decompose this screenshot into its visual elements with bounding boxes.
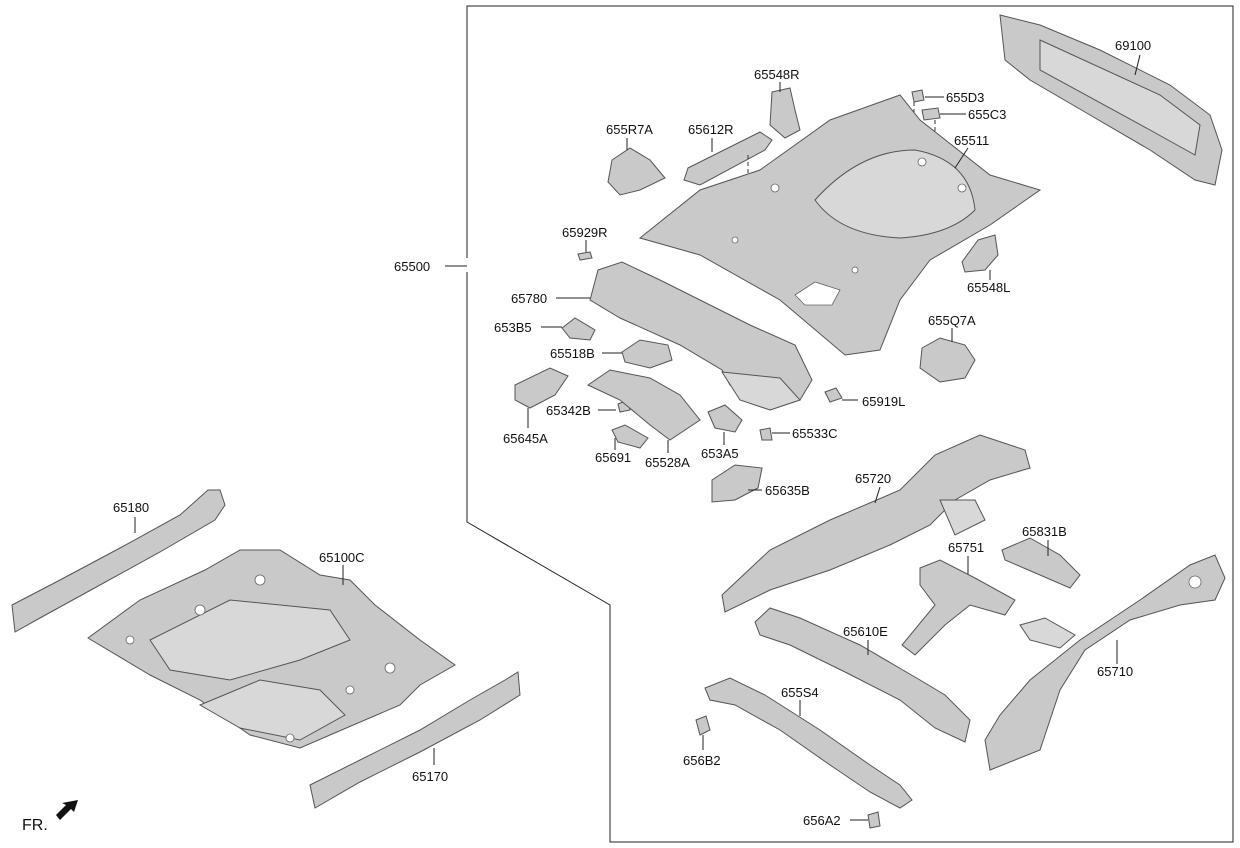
label-65919L: 65919L — [862, 394, 905, 409]
label-65342B: 65342B — [546, 403, 591, 418]
label-655D3: 655D3 — [946, 90, 984, 105]
part-65548L[interactable]: 65548L — [961, 234, 1010, 295]
part-65528A[interactable]: 65528A — [586, 369, 701, 470]
part-65720[interactable]: 65720 — [721, 434, 1031, 613]
label-65929R: 65929R — [562, 225, 608, 240]
part-65170[interactable]: 65170 — [309, 671, 521, 809]
part-65635B[interactable]: 65635B — [711, 464, 810, 503]
label-655R7A: 655R7A — [606, 122, 653, 137]
label-656B2: 656B2 — [683, 753, 721, 768]
label-65691: 65691 — [595, 450, 631, 465]
part-65511[interactable]: 65511 — [638, 94, 1042, 356]
group-label: 65500 — [394, 259, 430, 274]
label-65548L: 65548L — [967, 280, 1010, 295]
label-655S4: 655S4 — [781, 685, 819, 700]
label-65170: 65170 — [412, 769, 448, 784]
part-65645A[interactable]: 65645A — [503, 367, 569, 446]
assembly-frame — [466, 5, 1234, 843]
part-65100C[interactable]: 65100C — [87, 549, 456, 749]
label-65548R: 65548R — [754, 67, 800, 82]
front-label: FR. — [22, 817, 48, 834]
label-65710: 65710 — [1097, 664, 1133, 679]
label-65645A: 65645A — [503, 431, 548, 446]
part-65919L[interactable]: 65919L — [824, 387, 905, 409]
front-direction-indicator: FR. — [22, 800, 78, 834]
part-655S4[interactable]: 655S4 — [704, 677, 913, 809]
label-65635B: 65635B — [765, 483, 810, 498]
part-655Q7A[interactable]: 655Q7A — [919, 313, 976, 383]
part-65342B[interactable]: 65342B — [546, 399, 631, 418]
label-65831B: 65831B — [1022, 524, 1067, 539]
part-65533C[interactable]: 65533C — [759, 426, 838, 441]
label-65528A: 65528A — [645, 455, 690, 470]
part-655R7A[interactable]: 655R7A — [606, 122, 666, 196]
label-655C3: 655C3 — [968, 107, 1006, 122]
part-65612R[interactable]: 65612R — [683, 122, 773, 186]
part-65751[interactable]: 65751 — [901, 540, 1016, 656]
label-653A5: 653A5 — [701, 446, 739, 461]
part-653A5[interactable]: 653A5 — [701, 404, 743, 461]
part-65180[interactable]: 65180 — [11, 489, 226, 633]
label-653B5: 653B5 — [494, 320, 532, 335]
label-65511: 65511 — [954, 133, 989, 148]
label-65100C: 65100C — [319, 550, 365, 565]
part-65691[interactable]: 65691 — [595, 424, 649, 465]
part-65710[interactable]: 65710 — [984, 554, 1226, 771]
part-65548R[interactable]: 65548R — [754, 67, 801, 139]
arrow-icon — [56, 800, 78, 820]
part-65831B[interactable]: 65831B — [1001, 524, 1081, 589]
label-65533C: 65533C — [792, 426, 838, 441]
part-656B2[interactable]: 656B2 — [683, 715, 721, 768]
label-69100: 69100 — [1115, 38, 1151, 53]
part-65929R[interactable]: 65929R — [562, 225, 608, 261]
part-653B5[interactable]: 653B5 — [494, 317, 596, 341]
part-65780[interactable]: 65780 — [511, 261, 813, 411]
label-65610E: 65610E — [843, 624, 888, 639]
label-65720: 65720 — [855, 471, 891, 486]
label-65751: 65751 — [948, 540, 984, 555]
part-65610E[interactable]: 65610E — [754, 607, 971, 743]
part-65518B[interactable]: 65518B — [550, 339, 673, 369]
label-65612R: 65612R — [688, 122, 734, 137]
label-65180: 65180 — [113, 500, 149, 515]
label-656A2: 656A2 — [803, 813, 841, 828]
label-65518B: 65518B — [550, 346, 595, 361]
part-655C3[interactable]: 655C3 — [921, 107, 1006, 122]
part-656A2[interactable]: 656A2 — [803, 811, 881, 829]
part-69100[interactable]: 69100 — [999, 14, 1223, 186]
label-655Q7A: 655Q7A — [928, 313, 976, 328]
label-65780: 65780 — [511, 291, 547, 306]
part-655D3[interactable]: 655D3 — [911, 89, 984, 105]
